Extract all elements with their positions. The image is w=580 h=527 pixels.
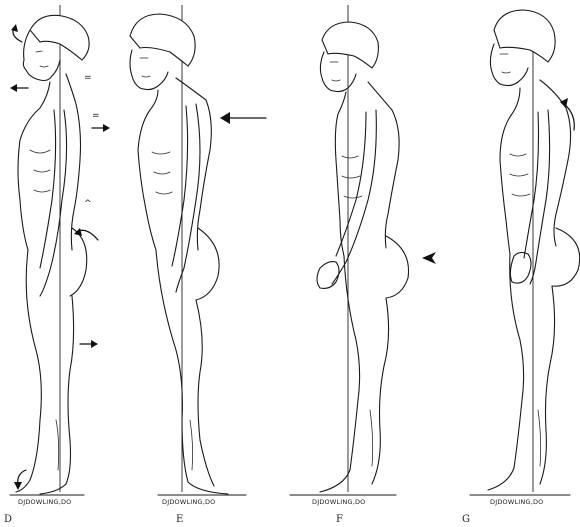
panel-label-e: E	[176, 514, 183, 525]
signature-g: DJDOWLING,DO	[490, 498, 544, 506]
buttock-g	[552, 228, 580, 286]
torso-front-f	[335, 92, 346, 256]
buttock-f	[386, 236, 409, 298]
signature-e: DJDOWLING,DO	[162, 498, 216, 506]
caret-mark: ^	[84, 199, 92, 209]
figure-e: DJDOWLING,DO E	[130, 5, 266, 525]
calf-g	[538, 410, 541, 466]
leg-back-f	[372, 298, 389, 484]
face-e	[130, 50, 168, 90]
features-g	[500, 54, 510, 73]
torso-front-d	[18, 82, 50, 250]
features-e	[140, 58, 150, 77]
leg-front-f	[320, 256, 360, 492]
face-f	[320, 52, 356, 92]
face-g	[490, 44, 528, 86]
leg-back-e	[196, 300, 214, 486]
arm-e	[172, 104, 200, 292]
torso-back-d	[66, 74, 81, 250]
arm-d	[40, 110, 67, 296]
leg-front-e	[156, 250, 228, 494]
torso-back-e	[176, 78, 211, 250]
leg-back-d	[40, 296, 74, 494]
figure-g: DJDOWLING,DO G	[462, 10, 580, 525]
abdomen-g	[510, 154, 530, 196]
panel-label-d: D	[4, 514, 12, 525]
panel-label-g: G	[462, 514, 470, 525]
calf-d	[56, 420, 59, 470]
buttock-d	[70, 228, 87, 296]
calf-f	[370, 410, 373, 466]
signature-d: DJDOWLING,DO	[18, 498, 72, 506]
buttock-e	[196, 228, 219, 300]
panel-label-f: F	[336, 514, 343, 525]
lumbar-arrowhead-f	[422, 252, 436, 264]
figure-d: = = ^ DJDOWLING,DO D	[4, 5, 110, 525]
features-d	[36, 51, 48, 67]
torso-front-e	[138, 90, 158, 250]
features-f	[330, 62, 340, 81]
figure-f: DJDOWLING,DO F	[290, 5, 436, 525]
abdomen-f	[342, 156, 362, 198]
torso-back-f	[368, 82, 399, 248]
leg-front-d	[16, 250, 41, 492]
signature-f: DJDOWLING,DO	[312, 498, 366, 506]
leg-back-g	[540, 286, 555, 484]
abdomen-d	[30, 150, 50, 192]
equal-mark-2: =	[92, 111, 100, 121]
equal-mark-1: =	[84, 73, 92, 83]
calf-e	[190, 420, 193, 470]
hand-f	[317, 262, 339, 289]
abdomen-e	[152, 152, 172, 194]
hair-f	[322, 22, 378, 68]
leg-front-g	[488, 254, 524, 490]
hand-g	[510, 252, 531, 283]
torso-front-g	[500, 88, 520, 254]
arm-g	[524, 110, 550, 284]
